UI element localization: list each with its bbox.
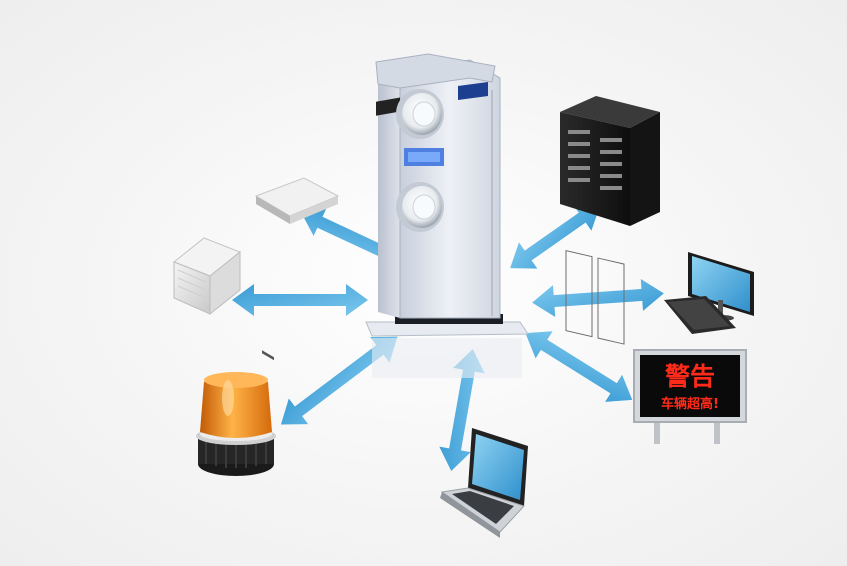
sign-message-text: 车辆超高!: [661, 396, 719, 412]
status-display-window: [404, 148, 444, 166]
arrow-to-led-sign: [525, 331, 633, 402]
arrow-to-power-box: [232, 284, 368, 316]
laptop-icon: [440, 428, 528, 538]
arrow-to-server-rack: [510, 204, 601, 269]
server-rack-icon: [560, 96, 660, 345]
sign-warning-text: 警告: [664, 362, 715, 391]
network-switch-icon: [254, 177, 340, 361]
desktop-monitor-icon: [664, 252, 754, 334]
brand-logo: [458, 82, 488, 100]
lower-sensor-lens: [396, 182, 444, 232]
warning-beacon-icon: [196, 372, 276, 476]
upper-sensor-lens: [396, 89, 444, 139]
height-detector-icon: [365, 53, 529, 378]
arrow-to-laptop: [439, 348, 485, 472]
power-box-icon: [173, 237, 241, 316]
led-sign-icon: 警告 车辆超高!: [633, 349, 747, 444]
arrow-to-warning-beacon: [280, 336, 398, 425]
